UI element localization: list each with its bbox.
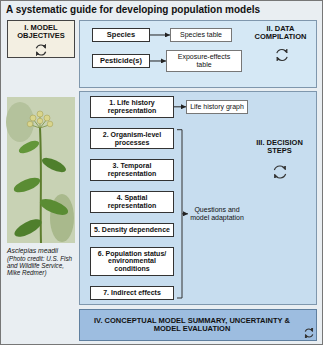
connector-arrow <box>174 106 186 107</box>
bracket <box>177 130 182 298</box>
box-label: 5. Density dependence <box>94 226 170 234</box>
bracket-note: Questions and model adaptation <box>190 206 244 222</box>
note-text: Questions and model adaptation <box>190 206 244 222</box>
step-box: 1. Life history representation <box>90 96 174 118</box>
bracket-arrow <box>182 213 188 214</box>
title-box: A systematic guide for developing popula… <box>6 4 317 16</box>
cycle-arrow <box>277 50 287 54</box>
input-box: Species <box>92 28 150 42</box>
cycle-icon <box>305 329 313 337</box>
box-label: Exposure-effects table <box>170 53 238 69</box>
box-label: 1. Life history representation <box>94 99 170 115</box>
box-label: Life history graph <box>190 103 244 111</box>
cycle-arrow <box>274 166 285 170</box>
cycle-arrow <box>36 52 45 55</box>
panel-background <box>80 21 317 88</box>
box-label: 7. Indirect effects <box>94 289 170 297</box>
cycle-icon <box>277 50 287 61</box>
plant-leaf <box>40 155 68 175</box>
flower-stalks <box>31 116 49 128</box>
plant-stem <box>40 128 41 243</box>
cycle-arrow <box>36 45 45 48</box>
panel-background <box>80 310 317 341</box>
plant-leaf <box>17 138 41 155</box>
flower <box>47 121 53 127</box>
flower <box>44 115 50 121</box>
step-box: 2. Organism-level processes <box>90 128 174 150</box>
input-box: Pesticide(s) <box>92 54 150 68</box>
caption-text: Asclepias meadii <box>7 247 75 255</box>
flower <box>30 115 36 121</box>
step-box: 4. Spatial representation <box>90 191 174 213</box>
box-label: Pesticide(s) <box>96 57 146 65</box>
output-box: Life history graph <box>186 100 248 114</box>
box-label: 6. Population status/ environmental cond… <box>94 250 170 273</box>
step-box: 5. Density dependence <box>90 223 174 237</box>
flower-umbel <box>27 111 53 127</box>
panel-background <box>8 21 75 58</box>
box-label: Species <box>96 31 146 39</box>
flower <box>37 118 43 124</box>
panel-heading: I. MODEL OBJECTIVES <box>9 24 73 41</box>
panel-background <box>80 92 317 305</box>
panel-layer <box>8 21 317 341</box>
box-label: 3. Temporal representation <box>94 162 170 178</box>
panel-heading: IV. CONCEPTUAL MODEL SUMMARY, UNCERTAINT… <box>87 317 297 334</box>
evaluation-panel: IV. CONCEPTUAL MODEL SUMMARY, UNCERTAINT… <box>79 309 317 341</box>
plant-leaf <box>12 175 42 196</box>
box-label: Species table <box>174 31 228 39</box>
decision-panel: III. DECISION STEPS 1. Life history repre… <box>79 91 317 305</box>
connector-arrow <box>150 34 170 35</box>
table-box: Exposure-effects table <box>166 50 242 72</box>
photo-caption: Asclepias meadii(Photo credit: U.S. Fish… <box>7 247 75 277</box>
step-box: 3. Temporal representation <box>90 159 174 181</box>
table-box: Species table <box>170 28 232 42</box>
plant-leaf <box>38 196 70 218</box>
cycle-arrow <box>305 334 312 337</box>
photo-blur <box>6 102 34 142</box>
panel-heading: III. DECISION STEPS <box>245 139 314 156</box>
plant-leaf <box>12 216 44 241</box>
photo-ground <box>7 97 75 243</box>
objective-box: I. MODEL OBJECTIVES <box>7 20 75 58</box>
plant-photo <box>6 97 75 243</box>
panel-heading: II. DATA COMPILATION <box>247 25 314 42</box>
step-box: 6. Population status/ environmental cond… <box>90 247 174 276</box>
box-label: 2. Organism-level processes <box>94 131 170 147</box>
box-label: 4. Spatial representation <box>94 194 170 210</box>
cycle-icons <box>36 45 312 337</box>
cycle-arrow <box>277 57 287 61</box>
cycle-icon <box>274 166 285 178</box>
flower <box>27 121 33 127</box>
cycle-icon <box>36 45 45 55</box>
step-box: 7. Indirect effects <box>90 286 174 300</box>
connector-arrow <box>150 60 166 61</box>
cycle-arrow <box>275 174 286 178</box>
title: A systematic guide for developing popula… <box>6 4 317 16</box>
flower <box>37 111 43 117</box>
caption-text: (Photo credit: U.S. Fish and Wildlife Se… <box>7 255 75 277</box>
cycle-arrow <box>305 329 312 332</box>
data-panel: II. DATA COMPILATION Species Species table… <box>79 20 317 88</box>
